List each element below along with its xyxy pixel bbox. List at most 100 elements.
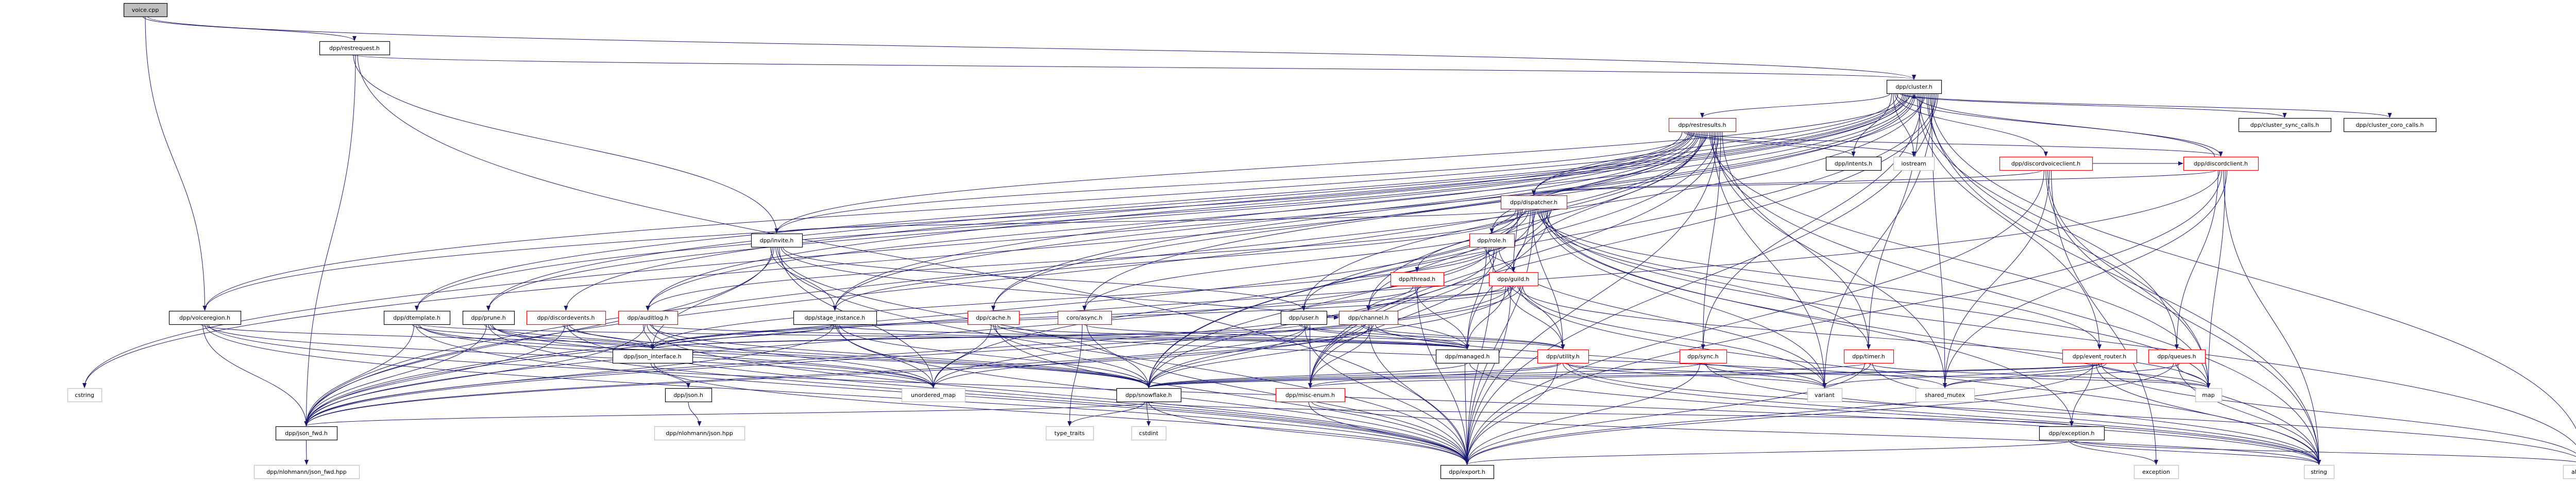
edge-managed-to-snowflake [1146, 362, 1468, 388]
node-dvc[interactable]: dpp/discordvoiceclient.h [1999, 156, 2093, 171]
edge-dispatcher-to-auditlog [646, 208, 1528, 311]
node-restresults[interactable]: dpp/restresults.h [1668, 118, 1737, 132]
node-role[interactable]: dpp/role.h [1469, 233, 1515, 248]
node-json[interactable]: dpp/json.h [665, 388, 713, 403]
node-jsonif[interactable]: dpp/json_interface.h [612, 349, 693, 364]
edge-restresults-to-invite [774, 131, 1696, 234]
node-box [123, 3, 168, 18]
edge-dc-to-jsonfwd [304, 170, 2221, 426]
edge-restresults-to-dc [1686, 131, 2223, 157]
node-box [1131, 426, 1167, 441]
node-sync_calls[interactable]: dpp/cluster_sync_calls.h [2238, 118, 2332, 132]
edge-stage-to-jsonif [650, 324, 833, 350]
edge-role-to-jsonif [650, 246, 1492, 350]
edge-dispatcher-to-evrouter [1536, 208, 2102, 350]
node-label: map [2202, 392, 2214, 399]
node-snowflake[interactable]: dpp/snowflake.h [1116, 388, 1182, 403]
node-intents[interactable]: dpp/intents.h [1825, 156, 1882, 171]
edge-json-to-jsonhpp [688, 401, 702, 426]
edge-cluster-to-smutex [1931, 93, 1947, 388]
node-box [1435, 349, 1500, 364]
edge-utility-to-map [1564, 362, 2211, 388]
node-box [2133, 465, 2179, 479]
node-sync[interactable]: dpp/sync.h [1679, 349, 1727, 364]
node-managed[interactable]: dpp/managed.h [1435, 349, 1500, 364]
edge-guild-to-user [1301, 285, 1515, 311]
node-label: dpp/snowflake.h [1126, 392, 1172, 399]
edge-dispatcher-to-stage [833, 208, 1526, 311]
edge-dispatcher-to-role [1489, 208, 1516, 234]
edge-dc-to-dispatcher [1532, 170, 2217, 195]
node-stage[interactable]: dpp/stage_instance.h [793, 310, 877, 325]
node-box [253, 465, 360, 479]
node-channel[interactable]: dpp/channel.h [1338, 310, 1399, 325]
node-typetraits: type_traits [1045, 426, 1094, 441]
edge-channel-to-miscenum [1308, 324, 1372, 388]
node-map: map [2195, 388, 2223, 403]
node-box [275, 426, 338, 441]
edge-role-to-managed [1465, 246, 1487, 350]
node-user[interactable]: dpp/user.h [1280, 310, 1328, 325]
node-dc[interactable]: dpp/discordclient.h [2183, 156, 2259, 171]
node-timer[interactable]: dpp/timer.h [1843, 349, 1894, 364]
edge-voice-to-voiceregion [145, 16, 207, 311]
node-evrouter[interactable]: dpp/event_router.h [2062, 349, 2138, 364]
edge-evrouter-to-variant [1822, 362, 2100, 388]
node-label: dpp/misc-enum.h [1285, 392, 1335, 399]
edge-miscenum-to-string [1311, 401, 2321, 465]
edge-restresults-to-stage [833, 131, 1697, 311]
node-exch[interactable]: dpp/exception.h [2039, 426, 2105, 441]
edge-dispatcher-to-utility [1532, 208, 1565, 350]
node-box [1807, 388, 1843, 403]
node-cluster[interactable]: dpp/cluster.h [1886, 79, 1942, 94]
edge-evrouter-to-algorithm [2100, 362, 2576, 454]
node-devents[interactable]: dpp/discordevents.h [526, 310, 606, 325]
edge-invite-to-snowflake [777, 246, 1151, 388]
node-cache[interactable]: dpp/cache.h [967, 310, 1020, 325]
edge-cluster-to-queues [1918, 93, 2179, 350]
edge-cluster-to-dispatcher [1532, 93, 1899, 195]
node-box [1679, 349, 1727, 364]
node-dtemplate[interactable]: dpp/dtemplate.h [383, 310, 451, 325]
node-dispatcher[interactable]: dpp/dispatcher.h [1500, 195, 1568, 210]
edge-stage-to-managed [830, 324, 1469, 350]
node-invite[interactable]: dpp/invite.h [751, 233, 803, 248]
node-label: shared_mutex [1925, 392, 1965, 399]
node-miscenum[interactable]: dpp/misc-enum.h [1275, 388, 1346, 403]
node-label: dpp/dispatcher.h [1510, 199, 1557, 206]
edge-timer-to-map [1868, 362, 2211, 388]
node-box [319, 41, 391, 56]
node-jsonfwd[interactable]: dpp/json_fwd.h [275, 426, 338, 441]
node-box [2039, 426, 2105, 441]
node-thread[interactable]: dpp/thread.h [1390, 272, 1445, 287]
edge-timer-to-export [1465, 362, 1865, 465]
edge-exch-to-string [2070, 439, 2321, 465]
edge-managed-to-export [1465, 362, 1469, 465]
node-label: dpp/json_interface.h [623, 353, 681, 360]
node-utility[interactable]: dpp/utility.h [1537, 349, 1589, 364]
edge-invite-to-stage [770, 246, 837, 311]
edge-auditlog-to-export [647, 324, 1469, 465]
edge-evrouter-to-snowflake [1147, 362, 2104, 388]
node-voice[interactable]: voice.cpp [123, 3, 168, 18]
node-export[interactable]: dpp/export.h [1440, 465, 1495, 479]
edge-dvc-to-dispatcher [1532, 170, 2043, 195]
edge-invite-to-jsonfwd [304, 246, 774, 426]
node-restrequest[interactable]: dpp/restrequest.h [319, 41, 391, 56]
node-label: voice.cpp [132, 7, 159, 13]
edge-channel-to-snowflake [1146, 324, 1370, 388]
node-box [383, 310, 451, 325]
edge-cluster-to-iostream [1893, 93, 1916, 157]
node-async[interactable]: coro/async.h [1057, 310, 1112, 325]
edge-restresults-to-role [1489, 131, 1700, 234]
node-prune[interactable]: dpp/prune.h [462, 310, 515, 325]
edge-restresults-to-voiceregion [202, 131, 1689, 311]
edge-sync-to-export [1465, 362, 1700, 465]
node-guild[interactable]: dpp/guild.h [1488, 272, 1539, 287]
node-voiceregion[interactable]: dpp/voiceregion.h [168, 310, 242, 325]
node-queues[interactable]: dpp/queues.h [2148, 349, 2206, 364]
node-coro_calls[interactable]: dpp/cluster_coro_calls.h [2343, 118, 2437, 132]
node-auditlog[interactable]: dpp/auditlog.h [618, 310, 679, 325]
edge-invite-to-managed [781, 246, 1469, 350]
edge-auditlog-to-jsonif [643, 324, 655, 350]
